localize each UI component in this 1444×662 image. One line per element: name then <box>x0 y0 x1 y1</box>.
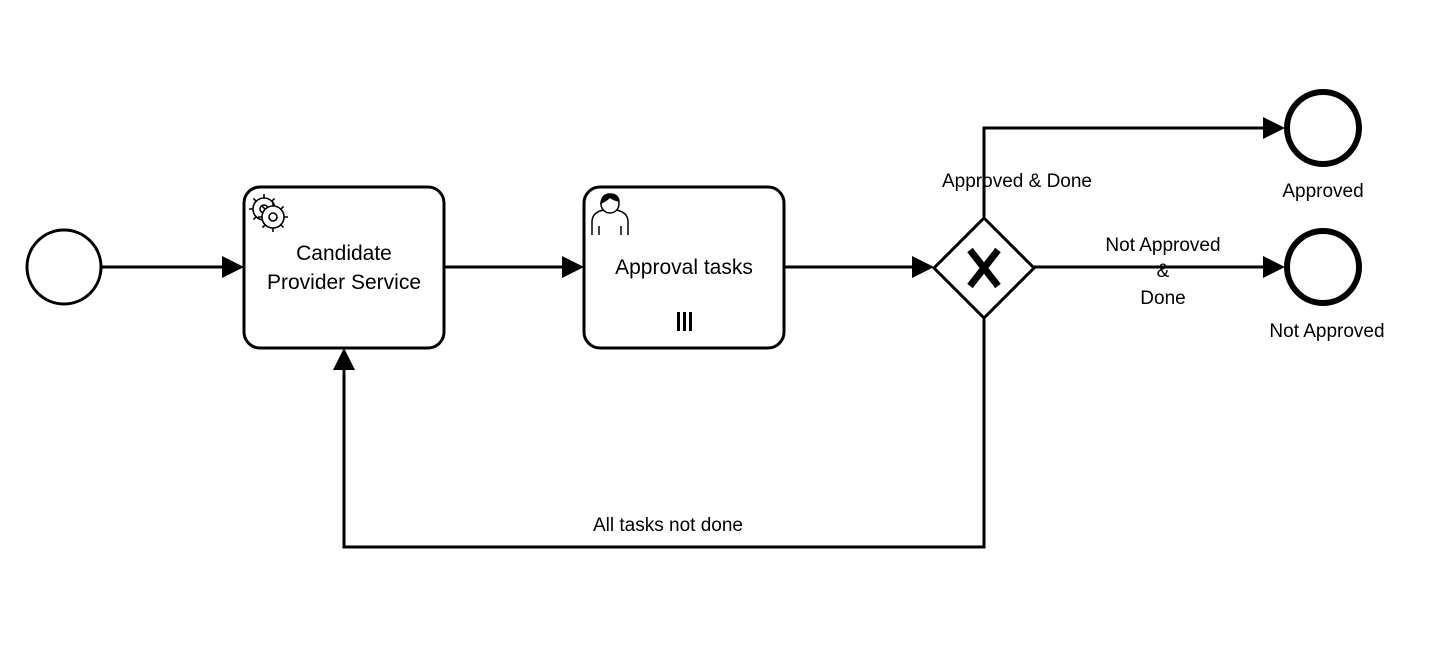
end-not-approved-label: Not Approved <box>1269 321 1384 342</box>
flow-approved-done[interactable] <box>982 117 1285 219</box>
flow-tasks-not-done-label: All tasks not done <box>593 515 743 536</box>
exclusive-gateway[interactable] <box>931 215 1037 321</box>
user-icon <box>591 193 629 235</box>
flow-tasks-not-done[interactable] <box>333 317 986 549</box>
flow-not-approved-label-line3: Done <box>1140 288 1185 309</box>
flow-candidate-to-approval[interactable] <box>445 256 584 278</box>
candidate-task-label-line2: Provider Service <box>267 271 421 294</box>
approval-task-label: Approval tasks <box>615 256 753 279</box>
flow-approved-done-label: Approved & Done <box>942 171 1092 192</box>
flow-not-approved-done[interactable] <box>1034 256 1285 278</box>
user-task-approval[interactable]: Approval tasks <box>582 185 786 350</box>
candidate-task-label-line1: Candidate <box>296 242 392 265</box>
flow-approval-to-gateway[interactable] <box>785 256 934 278</box>
flow-not-approved-label-line1: Not Approved <box>1105 235 1220 256</box>
start-event[interactable] <box>25 228 103 306</box>
end-event-approved[interactable] <box>1284 89 1362 167</box>
gear-icon <box>249 194 288 232</box>
parallel-multi-instance-icon <box>677 312 692 331</box>
flow-not-approved-label-line2: & <box>1157 261 1170 282</box>
end-event-not-approved[interactable] <box>1284 228 1362 306</box>
service-task-candidate[interactable]: Candidate Provider Service <box>242 185 446 350</box>
end-approved-label: Approved <box>1282 181 1363 202</box>
flow-start-to-candidate[interactable] <box>101 256 244 278</box>
x-icon <box>967 247 1001 289</box>
